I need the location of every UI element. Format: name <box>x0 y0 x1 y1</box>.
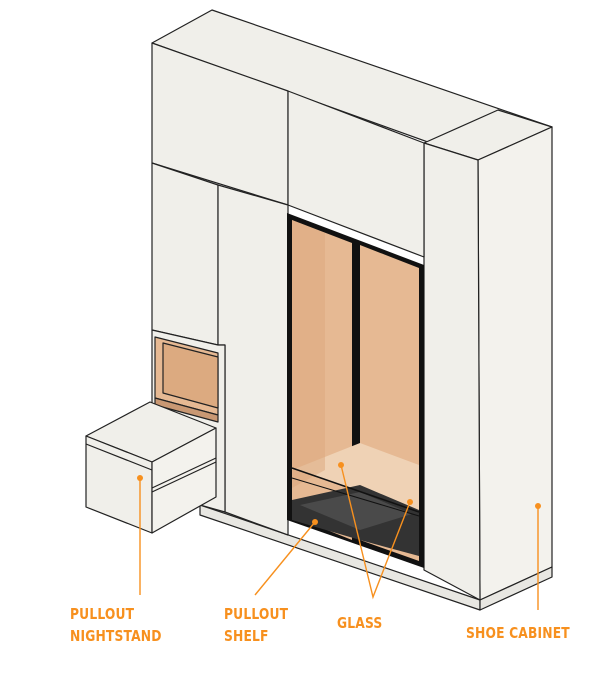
left-narrow-door <box>151 162 219 346</box>
shoe-cabinet-plinth <box>479 566 553 611</box>
label-pullout-shelf: PULLOUT SHELF <box>224 603 288 647</box>
nightstand-drawer-gap <box>151 457 217 489</box>
shelf-label-line1: PULLOUT <box>224 605 289 623</box>
nightstand-label-line1: PULLOUT <box>70 605 135 623</box>
nightstand-marker <box>137 475 143 481</box>
glass-marker-right <box>407 499 413 505</box>
glass-label: GLASS <box>337 614 383 632</box>
shoe-cabinet-label: SHOE CABINET <box>466 624 570 642</box>
glass-leader <box>340 464 411 600</box>
label-shoe-cabinet: SHOE CABINET <box>466 622 570 644</box>
pullout-shelf-tray-top <box>300 492 412 530</box>
shelf-label-line2: SHELF <box>224 627 269 645</box>
upper-middle-door <box>287 90 425 258</box>
niche-floor <box>154 397 219 423</box>
shoe-cabinet-marker <box>535 503 541 509</box>
glass-marker-left <box>338 462 344 468</box>
shoe-cabinet-front <box>423 142 481 601</box>
nightstand-side <box>151 427 217 534</box>
label-pullout-nightstand: PULLOUT NIGHTSTAND <box>70 603 162 647</box>
nightstand-label-line2: NIGHTSTAND <box>70 627 162 645</box>
interior-side-shade <box>292 220 325 488</box>
shelf-marker <box>312 519 318 525</box>
shelf-leader <box>254 521 316 596</box>
middle-tall-door <box>217 184 289 536</box>
annotation-leaders <box>139 464 539 610</box>
glass-door-unit <box>287 213 424 568</box>
niche-back <box>162 342 219 409</box>
shoe-cabinet-side <box>477 126 553 601</box>
label-glass: GLASS <box>337 612 382 634</box>
